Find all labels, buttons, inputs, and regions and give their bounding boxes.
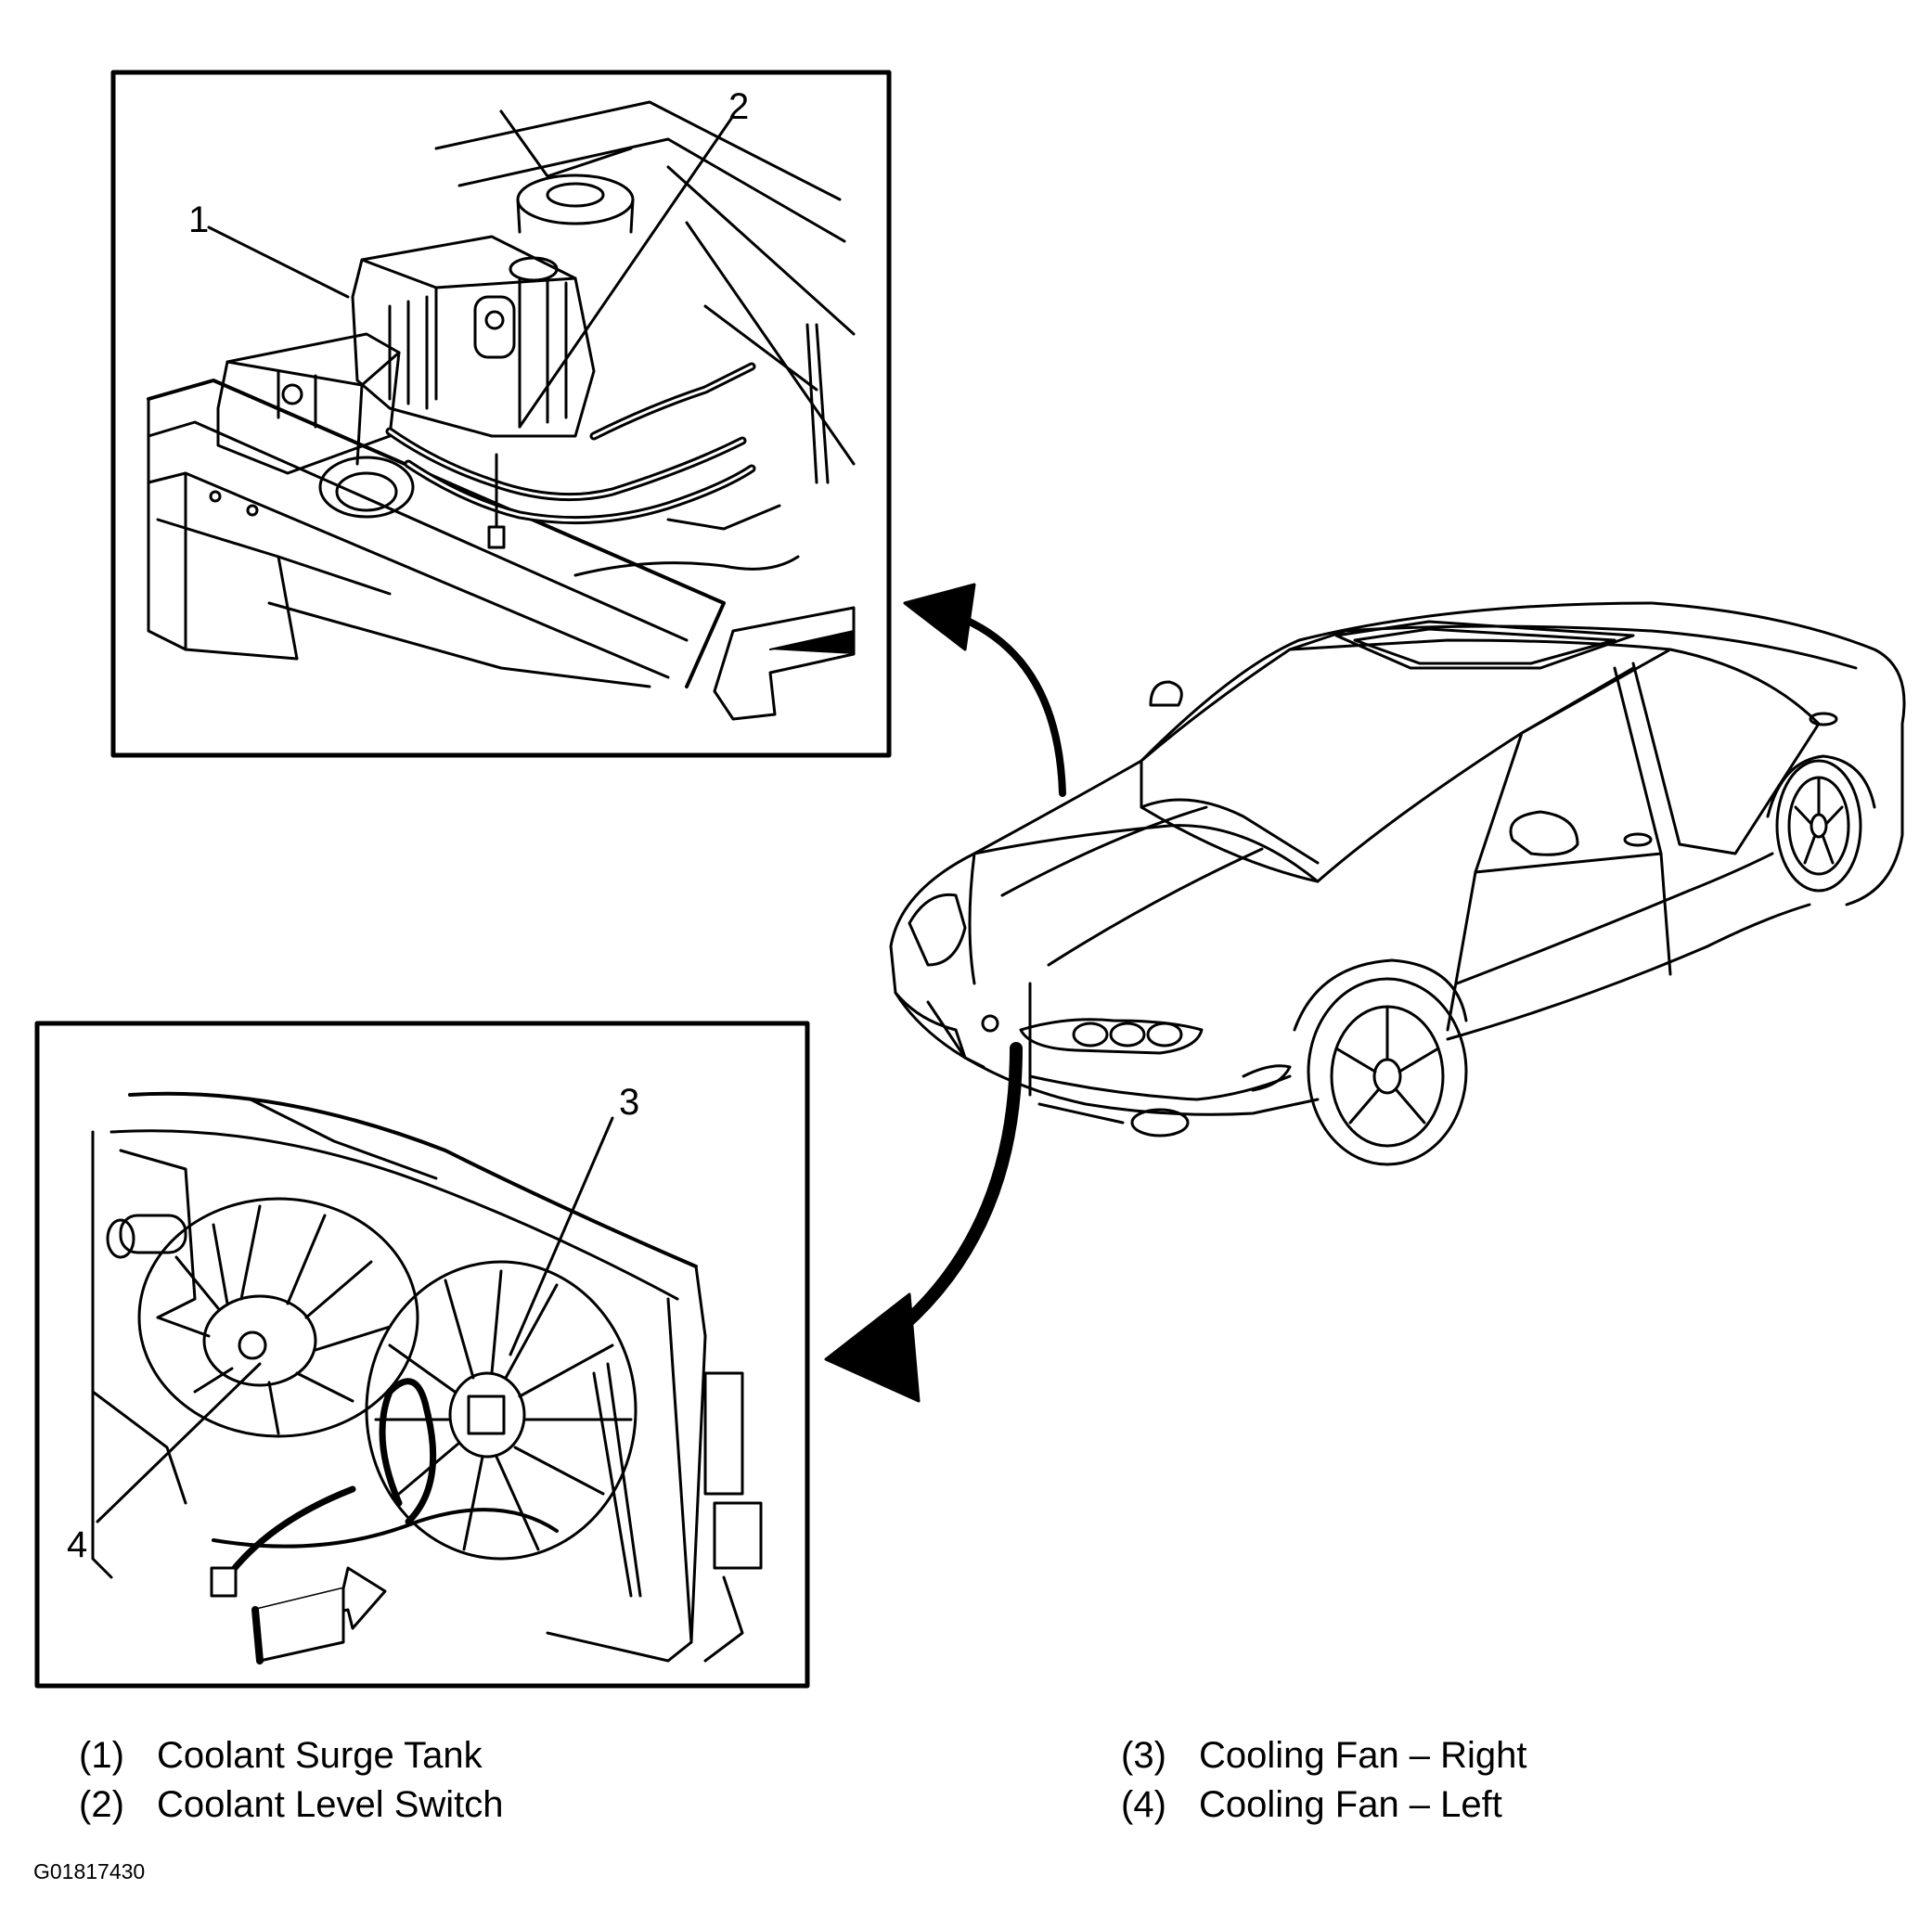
- vehicle-illustration: [889, 601, 1906, 1166]
- legend-label: Coolant Surge Tank: [157, 1735, 483, 1776]
- callout-3: 3: [619, 1082, 640, 1123]
- figure-id: G01817430: [33, 1859, 146, 1883]
- legend-num: (2): [79, 1784, 124, 1825]
- legend-num: (3): [1121, 1735, 1166, 1776]
- legend-label: Cooling Fan – Right: [1199, 1735, 1527, 1776]
- legend-item-2: (2) Coolant Level Switch: [79, 1786, 504, 1823]
- callout-1: 1: [188, 199, 210, 240]
- callout-2: 2: [728, 86, 750, 127]
- callout-4: 4: [67, 1524, 88, 1565]
- legend-item-4: (4) Cooling Fan – Left: [1121, 1786, 1502, 1823]
- engine-bay-inset: [110, 70, 892, 758]
- cooling-fan-inset: [34, 1021, 810, 1689]
- legend-label: Cooling Fan – Left: [1199, 1784, 1502, 1825]
- pointer-arrows: [824, 583, 1066, 1403]
- legend-num: (1): [79, 1735, 124, 1776]
- legend-num: (4): [1121, 1784, 1166, 1825]
- legend-label: Coolant Level Switch: [157, 1784, 504, 1825]
- legend-item-1: (1) Coolant Surge Tank: [79, 1737, 483, 1774]
- legend-item-3: (3) Cooling Fan – Right: [1121, 1737, 1527, 1774]
